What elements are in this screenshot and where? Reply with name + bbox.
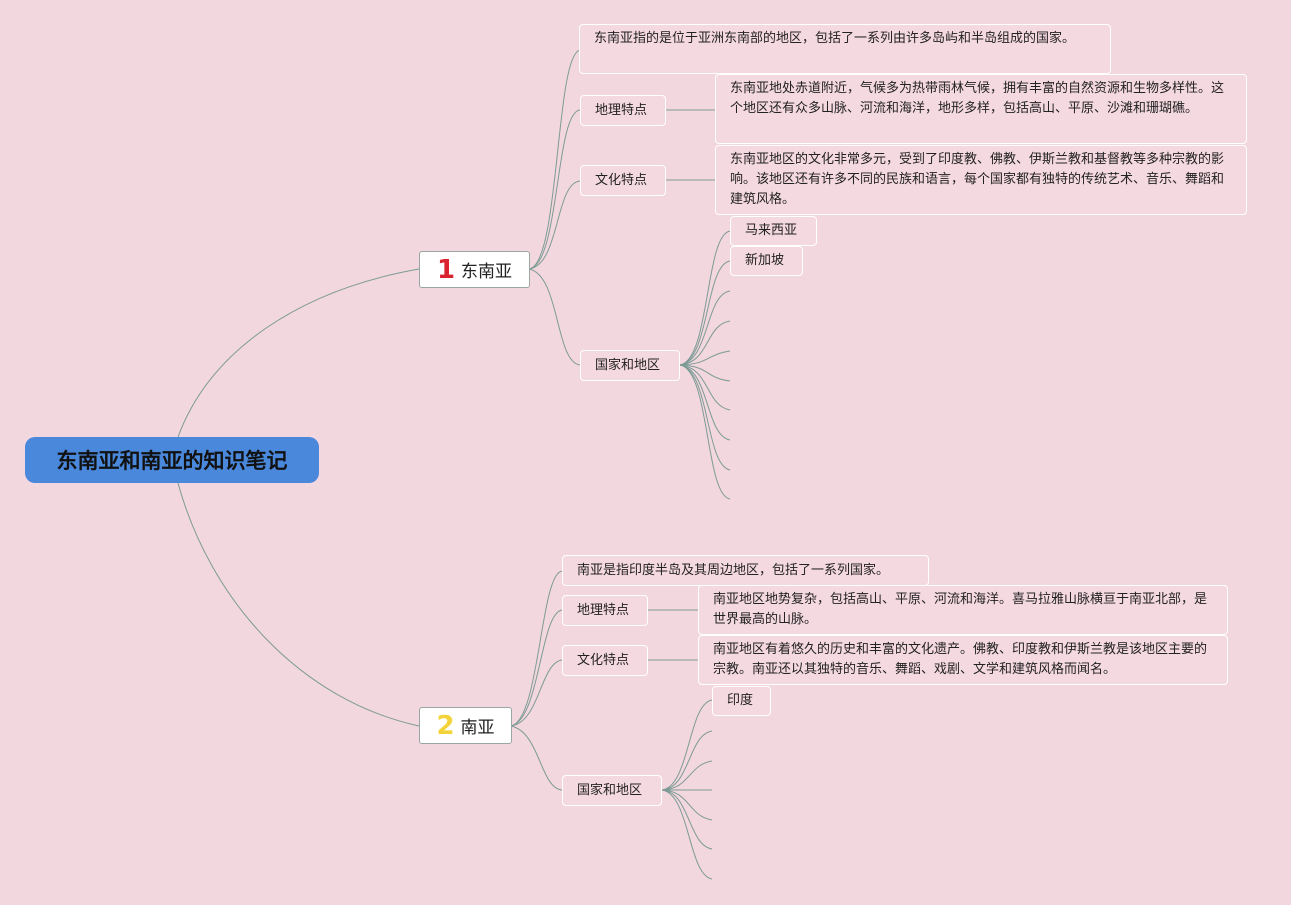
- geo-text: 南亚地区地势复杂，包括高山、平原、河流和海洋。喜马拉雅山脉横亘于南亚北部，是世界…: [713, 592, 1208, 627]
- connector-b1-country-fan: [679, 230, 731, 500]
- countries-label: 国家和地区: [577, 782, 643, 798]
- connector-b1-culture: [528, 180, 581, 270]
- geo-text: 东南亚地处赤道附近，气候多为热带雨林气候，拥有丰富的自然资源和生物多样性。这个地…: [730, 81, 1225, 116]
- connector-b2-culture: [510, 659, 563, 727]
- countries-label: 国家和地区: [595, 357, 661, 373]
- country-singapore[interactable]: 新加坡: [730, 246, 803, 276]
- connector-b1-countries: [528, 268, 581, 366]
- south-asia-countries-topic[interactable]: 国家和地区: [562, 775, 662, 806]
- south-asia-culture-detail[interactable]: 南亚地区有着悠久的历史和丰富的文化遗产。佛教、印度教和伊斯兰教是该地区主要的宗教…: [698, 635, 1228, 685]
- connector-b1-geo: [528, 109, 581, 270]
- connector-root-branch2: [177, 482, 420, 727]
- country-label: 印度: [727, 693, 754, 708]
- culture-text: 南亚地区有着悠久的历史和丰富的文化遗产。佛教、印度教和伊斯兰教是该地区主要的宗教…: [713, 642, 1208, 677]
- south-asia-culture-topic[interactable]: 文化特点: [562, 645, 648, 676]
- culture-label: 文化特点: [595, 172, 648, 188]
- geo-label: 地理特点: [577, 602, 630, 618]
- connector-b2-definition: [510, 570, 563, 727]
- definition-text: 东南亚指的是位于亚洲东南部的地区，包括了一系列由许多岛屿和半岛组成的国家。: [594, 31, 1076, 46]
- branch-label: 南亚: [460, 718, 495, 738]
- southeast-asia-geo-topic[interactable]: 地理特点: [580, 95, 666, 126]
- geo-label: 地理特点: [595, 102, 648, 118]
- southeast-asia-culture-topic[interactable]: 文化特点: [580, 165, 666, 196]
- connector-b1-definition: [528, 49, 581, 270]
- connector-root-branch1: [177, 268, 420, 438]
- root-topic-label: 东南亚和南亚的知识笔记: [56, 449, 288, 473]
- southeast-asia-geo-detail[interactable]: 东南亚地处赤道附近，气候多为热带雨林气候，拥有丰富的自然资源和生物多样性。这个地…: [715, 74, 1247, 144]
- culture-text: 东南亚地区的文化非常多元，受到了印度教、佛教、伊斯兰教和基督教等多种宗教的影响。…: [730, 152, 1225, 207]
- root-topic[interactable]: 东南亚和南亚的知识笔记: [25, 437, 319, 483]
- branch-label: 东南亚: [461, 262, 513, 282]
- south-asia-geo-detail[interactable]: 南亚地区地势复杂，包括高山、平原、河流和海洋。喜马拉雅山脉横亘于南亚北部，是世界…: [698, 585, 1228, 635]
- connector-b2-countries: [510, 725, 563, 791]
- southeast-asia-definition[interactable]: 东南亚指的是位于亚洲东南部的地区，包括了一系列由许多岛屿和半岛组成的国家。: [579, 24, 1111, 74]
- south-asia-definition[interactable]: 南亚是指印度半岛及其周边地区，包括了一系列国家。: [562, 555, 929, 586]
- connector-b2-geo: [510, 609, 563, 727]
- branch-south-asia[interactable]: 2 南亚: [419, 707, 512, 744]
- branch-southeast-asia[interactable]: 1 东南亚: [419, 251, 530, 288]
- culture-label: 文化特点: [577, 652, 630, 668]
- definition-text: 南亚是指印度半岛及其周边地区，包括了一系列国家。: [577, 562, 890, 578]
- country-india[interactable]: 印度: [712, 686, 771, 716]
- country-label: 马来西亚: [745, 223, 798, 238]
- southeast-asia-culture-detail[interactable]: 东南亚地区的文化非常多元，受到了印度教、佛教、伊斯兰教和基督教等多种宗教的影响。…: [715, 145, 1247, 215]
- south-asia-geo-topic[interactable]: 地理特点: [562, 595, 648, 626]
- connector-b2-country-fan: [661, 699, 713, 880]
- country-malaysia[interactable]: 马来西亚: [730, 216, 817, 246]
- number-two-icon: 2: [436, 710, 455, 741]
- country-label: 新加坡: [745, 253, 785, 268]
- number-one-icon: 1: [436, 254, 456, 285]
- southeast-asia-countries-topic[interactable]: 国家和地区: [580, 350, 680, 381]
